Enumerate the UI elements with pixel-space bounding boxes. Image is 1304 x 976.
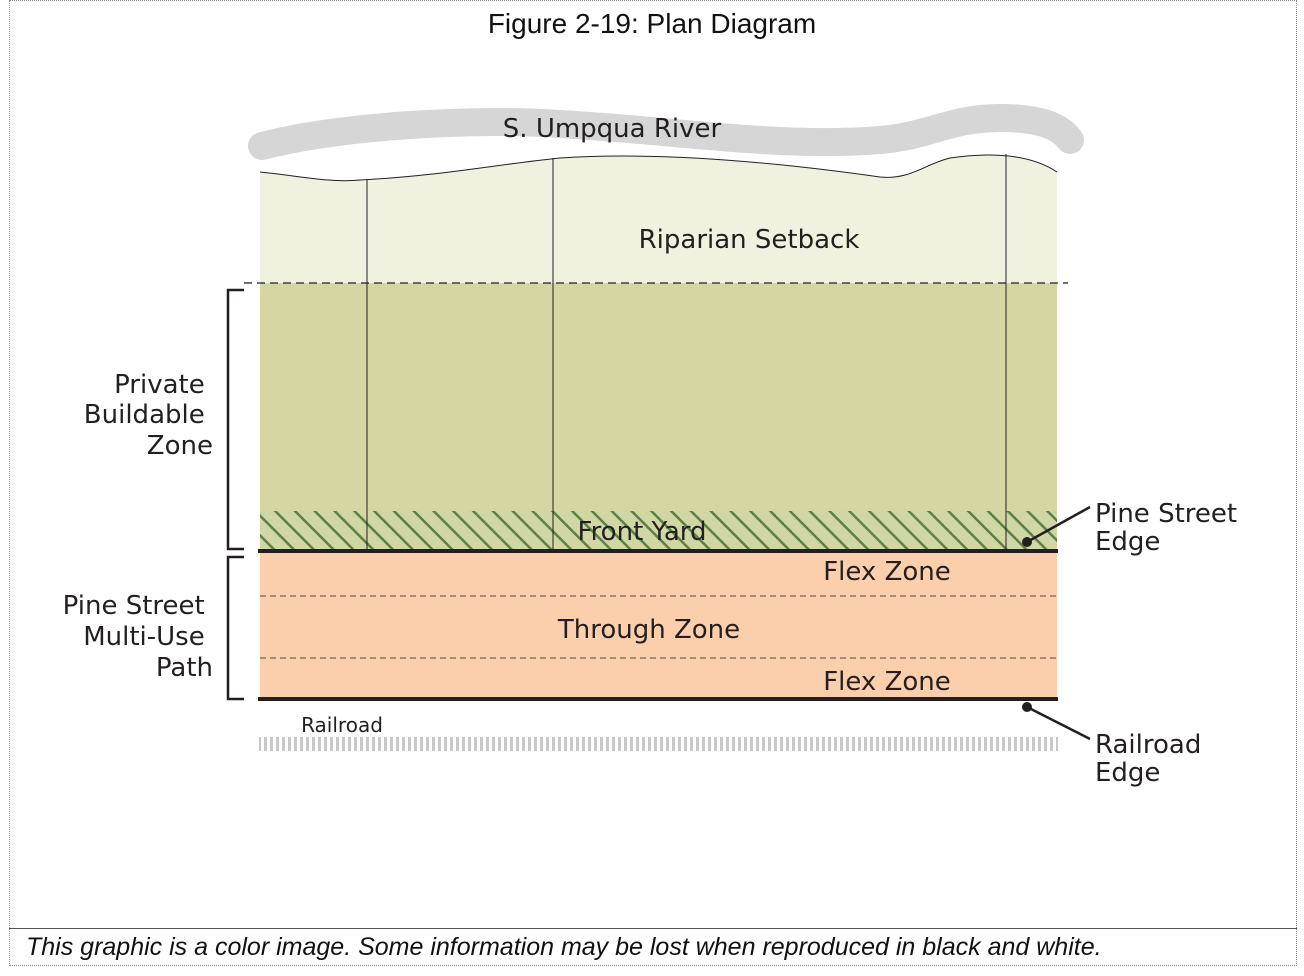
pine-street-edge-callout-line-2: Edge	[1095, 527, 1160, 557]
railroad-label: Railroad	[301, 713, 383, 737]
riparian-top-edge	[259, 154, 1058, 182]
private-buildable-zone-label-line-3: Zone	[147, 431, 213, 461]
pine-street-edge-callout-line-1: Pine Street	[1095, 499, 1237, 529]
private-buildable-zone-label-line-2: Buildable	[84, 400, 205, 430]
riparian-setback-zone	[260, 154, 1057, 283]
through-zone-label: Through Zone	[557, 615, 740, 645]
multi-use-path-label-line-2: Multi-Use	[83, 622, 205, 652]
private-buildable-zone-label: Private Buildable Zone	[84, 370, 213, 461]
multi-use-path-zone	[260, 551, 1057, 699]
multi-use-path-bracket	[226, 555, 244, 701]
private-buildable-zone-bracket	[226, 288, 244, 551]
railroad-edge-callout: Railroad Edge	[1095, 730, 1210, 788]
riparian-setback-label: Riparian Setback	[639, 225, 860, 255]
disclaimer-text: This graphic is a color image. Some info…	[26, 933, 1102, 961]
flex-zone-bottom-label: Flex Zone	[823, 667, 951, 697]
river-shape	[248, 104, 1084, 160]
railroad-edge-leader	[1026, 705, 1091, 741]
disclaimer-box	[9, 928, 1297, 966]
flex-zone-top-label: Flex Zone	[823, 557, 951, 587]
pine-street-edge-leader	[1026, 505, 1091, 544]
river-label: S. Umpqua River	[503, 114, 722, 144]
page-frame	[9, 0, 1297, 966]
front-yard-zone	[260, 511, 1057, 551]
railroad-edge-callout-line-1: Railroad	[1095, 730, 1201, 760]
multi-use-path-label-line-1: Pine Street	[63, 591, 205, 621]
multi-use-path-label: Pine Street Multi-Use Path	[63, 591, 213, 683]
private-buildable-zone	[260, 283, 1057, 511]
figure-title: Figure 2-19: Plan Diagram	[487, 8, 817, 39]
railroad-edge-callout-line-2: Edge	[1095, 758, 1160, 788]
front-yard-label: Front Yard	[578, 517, 707, 547]
multi-use-path-label-line-3: Path	[156, 653, 213, 683]
private-buildable-zone-label-line-1: Private	[114, 370, 205, 400]
railroad-track	[259, 737, 1058, 751]
pine-street-edge-callout: Pine Street Edge	[1095, 499, 1245, 557]
